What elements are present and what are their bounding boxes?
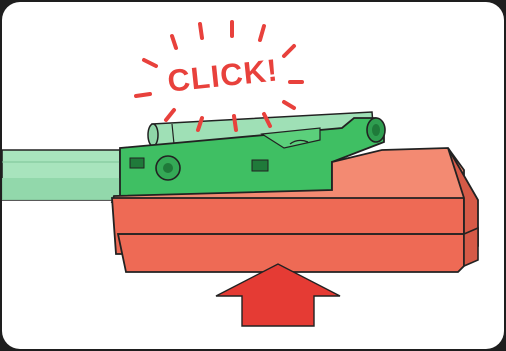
- click-burst-icon: [134, 20, 304, 132]
- guide-rail: [2, 149, 121, 201]
- click-label: CLICK!: [166, 52, 280, 98]
- cartridge-block: [110, 147, 479, 273]
- latch: [119, 117, 386, 201]
- up-arrow-icon: [215, 263, 341, 327]
